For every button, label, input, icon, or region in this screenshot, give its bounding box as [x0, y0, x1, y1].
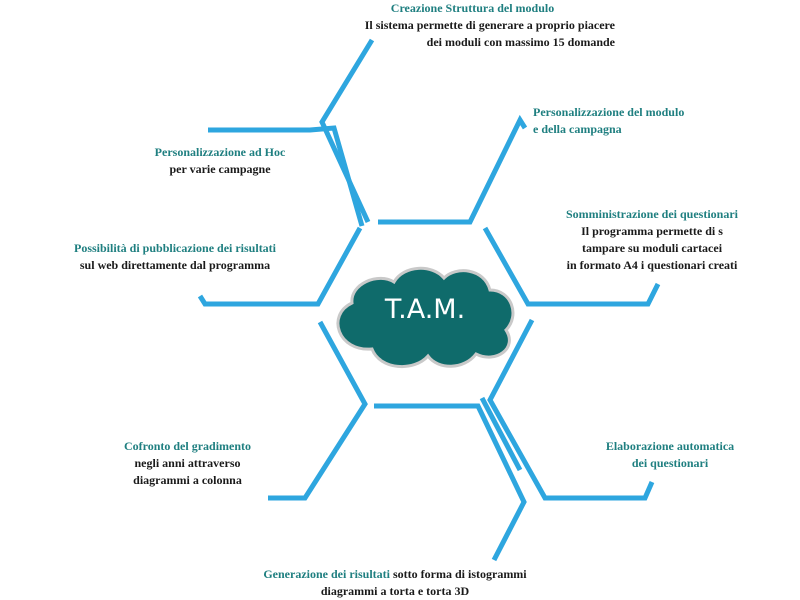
node-creazione-line1: Il sistema permette di generare a propri…: [364, 18, 615, 32]
node-somministrazione: Somministrazione dei questionari Il prog…: [540, 206, 764, 274]
connector-generazione-inner: [479, 396, 523, 472]
node-generazione-line2: diagrammi a torta e torta 3D: [320, 584, 470, 598]
node-somministrazione-title: Somministrazione dei questionari: [565, 207, 738, 221]
connector-creazione: [319, 38, 375, 224]
node-generazione-rest: sotto forma di istogrammi: [390, 567, 527, 581]
node-creazione-title: Creazione Struttura del modulo: [390, 1, 555, 15]
node-modulo-title2: e della campagna: [533, 122, 622, 136]
node-generazione-title: Generazione dei risultati: [263, 567, 390, 581]
node-elaborazione-title2: dei questionari: [631, 456, 709, 470]
connector-elaborazione: [487, 318, 655, 501]
node-confronto-line1: negli anni attraverso: [134, 456, 241, 470]
node-pubblicazione-line1: sul web direttamente dal programma: [79, 258, 271, 272]
node-personalizzazione-adhoc: Personalizzazione ad Hoc per varie campa…: [130, 144, 310, 178]
node-generazione: Generazione dei risultati sotto forma di…: [220, 566, 570, 600]
node-elaborazione: Elaborazione automatica dei questionari: [580, 438, 760, 472]
node-personalizzazione-modulo: Personalizzazione del modulo e della cam…: [533, 104, 753, 138]
tam-label: T.A.M.: [384, 294, 466, 325]
connector-modulo: [378, 114, 528, 225]
node-confronto: Cofronto del gradimento negli anni attra…: [100, 438, 275, 489]
node-adhoc-line1: per varie campagne: [169, 162, 271, 176]
node-creazione: Creazione Struttura del modulo Il sistem…: [330, 0, 615, 51]
node-pubblicazione-title: Possibilità di pubblicazione dei risulta…: [73, 241, 277, 255]
connector-generazione: [374, 403, 527, 562]
node-pubblicazione: Possibilità di pubblicazione dei risulta…: [40, 240, 310, 274]
node-creazione-line2: dei moduli con massimo 15 domande: [426, 35, 615, 49]
node-somministrazione-line2: tampare su moduli cartacei: [581, 241, 723, 255]
node-somministrazione-line3: in formato A4 i questionari creati: [566, 258, 738, 272]
node-somministrazione-line1: Il programma permette di s: [581, 224, 723, 238]
node-elaborazione-title1: Elaborazione automatica: [605, 439, 735, 453]
node-confronto-title: Cofronto del gradimento: [123, 439, 252, 453]
node-adhoc-title: Personalizzazione ad Hoc: [154, 145, 286, 159]
connector-somministrazione: [482, 226, 661, 307]
connector-pubblicazione: [197, 226, 363, 307]
connector-confronto: [268, 320, 368, 501]
tam-cloud: [336, 266, 515, 369]
connector-adhoc: [208, 125, 365, 227]
node-modulo-title1: Personalizzazione del modulo: [533, 105, 685, 119]
node-confronto-line2: diagrammi a colonna: [133, 473, 242, 487]
